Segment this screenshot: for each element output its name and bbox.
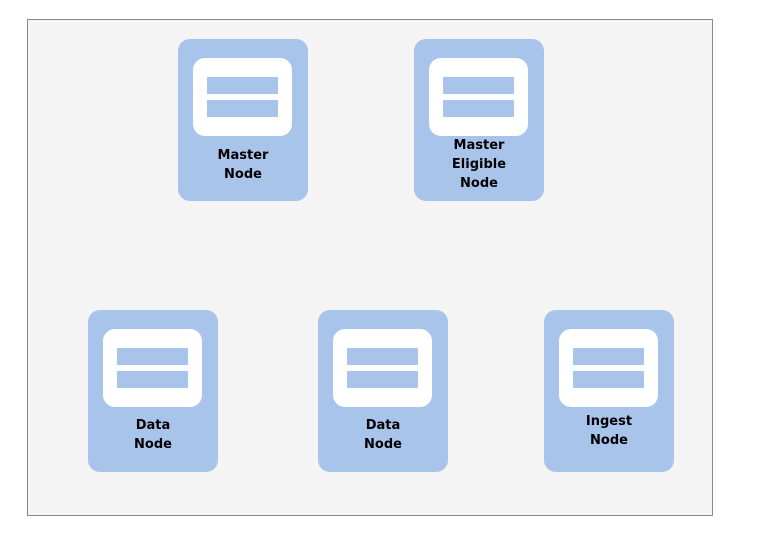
server-icon bbox=[193, 58, 292, 136]
server-icon bbox=[559, 329, 658, 407]
node-label: Data Node bbox=[364, 418, 402, 452]
node-label: Ingest Node bbox=[585, 414, 633, 448]
server-icon bbox=[429, 58, 528, 136]
node-label: Data Node bbox=[134, 418, 172, 452]
server-bar bbox=[347, 371, 418, 388]
server-bar bbox=[207, 77, 278, 94]
master-eligible-node: Master Eligible Node bbox=[414, 39, 544, 201]
master-node: Master Node bbox=[178, 39, 308, 201]
data-node-1: Data Node bbox=[88, 310, 218, 472]
server-icon bbox=[103, 329, 202, 407]
server-bar bbox=[443, 100, 514, 117]
data-node-2: Data Node bbox=[318, 310, 448, 472]
server-bar bbox=[117, 371, 188, 388]
node-label: Master Eligible Node bbox=[451, 138, 507, 191]
node-label: Master Node bbox=[217, 148, 269, 182]
diagram-canvas: Master Node Master Eligible Node Data No… bbox=[27, 19, 713, 516]
server-bar bbox=[117, 348, 188, 365]
server-bar bbox=[573, 348, 644, 365]
server-bar bbox=[207, 100, 278, 117]
server-icon bbox=[333, 329, 432, 407]
server-bar bbox=[443, 77, 514, 94]
server-bar bbox=[347, 348, 418, 365]
server-bar bbox=[573, 371, 644, 388]
ingest-node: Ingest Node bbox=[544, 310, 674, 472]
